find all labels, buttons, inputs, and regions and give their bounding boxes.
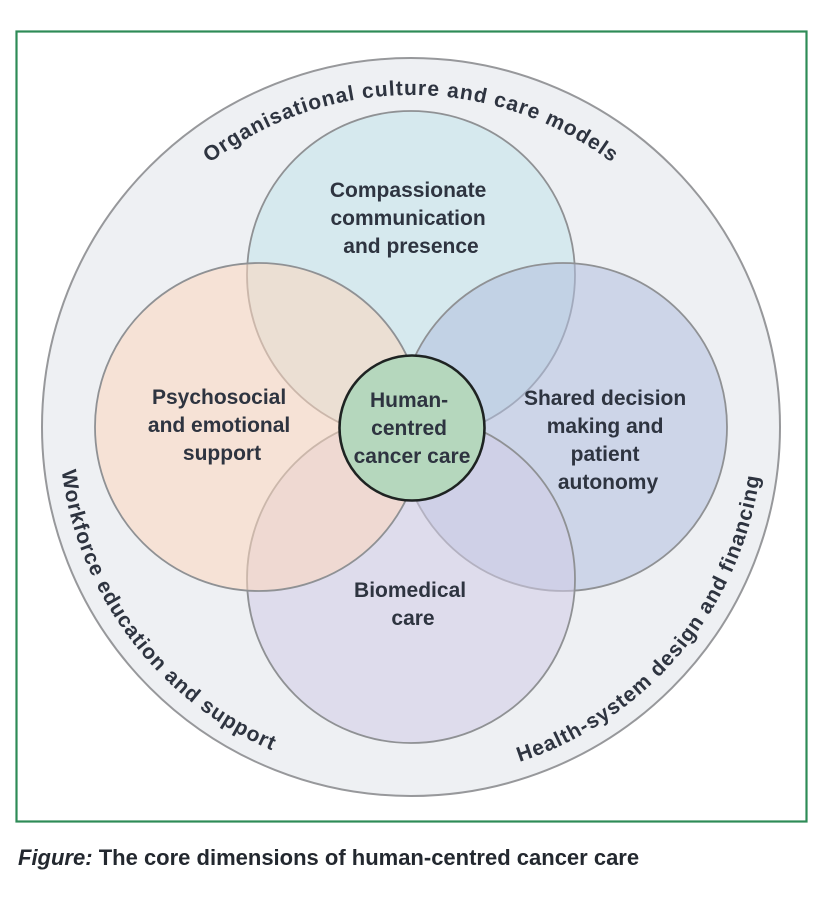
label-line: centred — [371, 417, 447, 440]
figure-panel: Organisational culture and care models W… — [15, 30, 808, 823]
label-line: support — [183, 442, 261, 465]
label-compassionate-communication: Compassionate communication and presence — [330, 179, 492, 258]
label-line: Human- — [370, 389, 448, 412]
label-line: autonomy — [558, 471, 659, 494]
label-line: Compassionate — [330, 179, 486, 202]
label-line: Psychosocial — [152, 386, 286, 409]
label-line: Shared decision — [524, 387, 686, 410]
label-human-centred-cancer-care: Human- centred cancer care — [354, 389, 471, 468]
label-shared-decision-making: Shared decision making and patient auton… — [524, 387, 692, 494]
circle-human-centred-cancer-care — [338, 354, 486, 502]
label-psychosocial-support: Psychosocial and emotional support — [148, 386, 296, 465]
label-line: cancer care — [354, 445, 471, 468]
label-biomedical-care: Biomedical care — [354, 579, 472, 630]
venn-diagram: Organisational culture and care models W… — [15, 30, 808, 823]
figure-caption: Figure:The core dimensions of human-cent… — [18, 845, 808, 871]
label-line: patient — [571, 443, 640, 466]
label-line: and presence — [343, 235, 478, 258]
label-line: and emotional — [148, 414, 290, 437]
label-line: making and — [547, 415, 664, 438]
label-line: communication — [330, 207, 485, 230]
label-line: care — [391, 607, 434, 630]
figure-caption-text: The core dimensions of human-centred can… — [98, 845, 640, 870]
figure-caption-label: Figure: — [18, 845, 93, 870]
label-line: Biomedical — [354, 579, 466, 602]
